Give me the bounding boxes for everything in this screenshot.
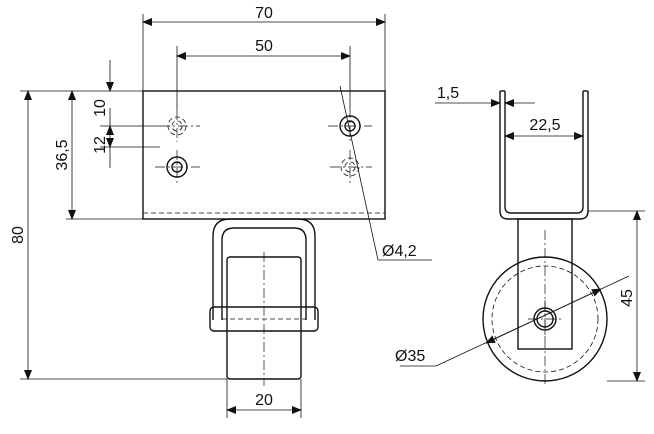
dim-label-12: 12	[92, 136, 109, 154]
dimension-plate-height: 36,5	[54, 90, 143, 220]
u-channel-outer	[499, 91, 589, 220]
dim-label-45: 45	[619, 289, 636, 307]
dim-label-20: 20	[255, 392, 273, 409]
hole-centerlines	[155, 108, 372, 185]
dim-label-1-5: 1,5	[437, 85, 459, 102]
dimension-wheel-width: 20	[226, 379, 302, 418]
side-view	[482, 90, 608, 386]
dimension-vertical-offsets: 10 12	[92, 60, 160, 168]
dimension-axle-height: 45	[588, 210, 645, 382]
dim-label-80: 80	[10, 226, 27, 244]
front-view	[142, 90, 386, 386]
fork-bracket	[212, 218, 316, 320]
dim-label-22-5: 22,5	[529, 117, 560, 134]
dimension-hole-spacing: 50	[176, 38, 351, 110]
fork-leg	[517, 218, 573, 350]
dim-label-36-5: 36,5	[54, 139, 71, 170]
dimension-inner-width: 22,5	[504, 117, 584, 140]
fork-bracket-inner	[221, 227, 307, 320]
dim-label-50: 50	[255, 38, 273, 55]
dim-label-10: 10	[92, 99, 109, 117]
dimension-total-height: 80	[10, 90, 227, 380]
dimension-wheel-diameter: Ø35	[395, 275, 630, 367]
dim-label-hole-diameter: Ø4,2	[382, 243, 417, 260]
u-channel-inner	[504, 91, 584, 214]
mounting-plate	[142, 90, 386, 220]
dim-label-70: 70	[255, 5, 273, 22]
dimension-sheet-thickness: 1,5	[435, 85, 535, 107]
dimension-hole-diameter: Ø4,2	[339, 85, 432, 261]
dimension-overall-width: 70	[142, 5, 386, 91]
dim-label-wheel-diameter: Ø35	[395, 348, 425, 365]
